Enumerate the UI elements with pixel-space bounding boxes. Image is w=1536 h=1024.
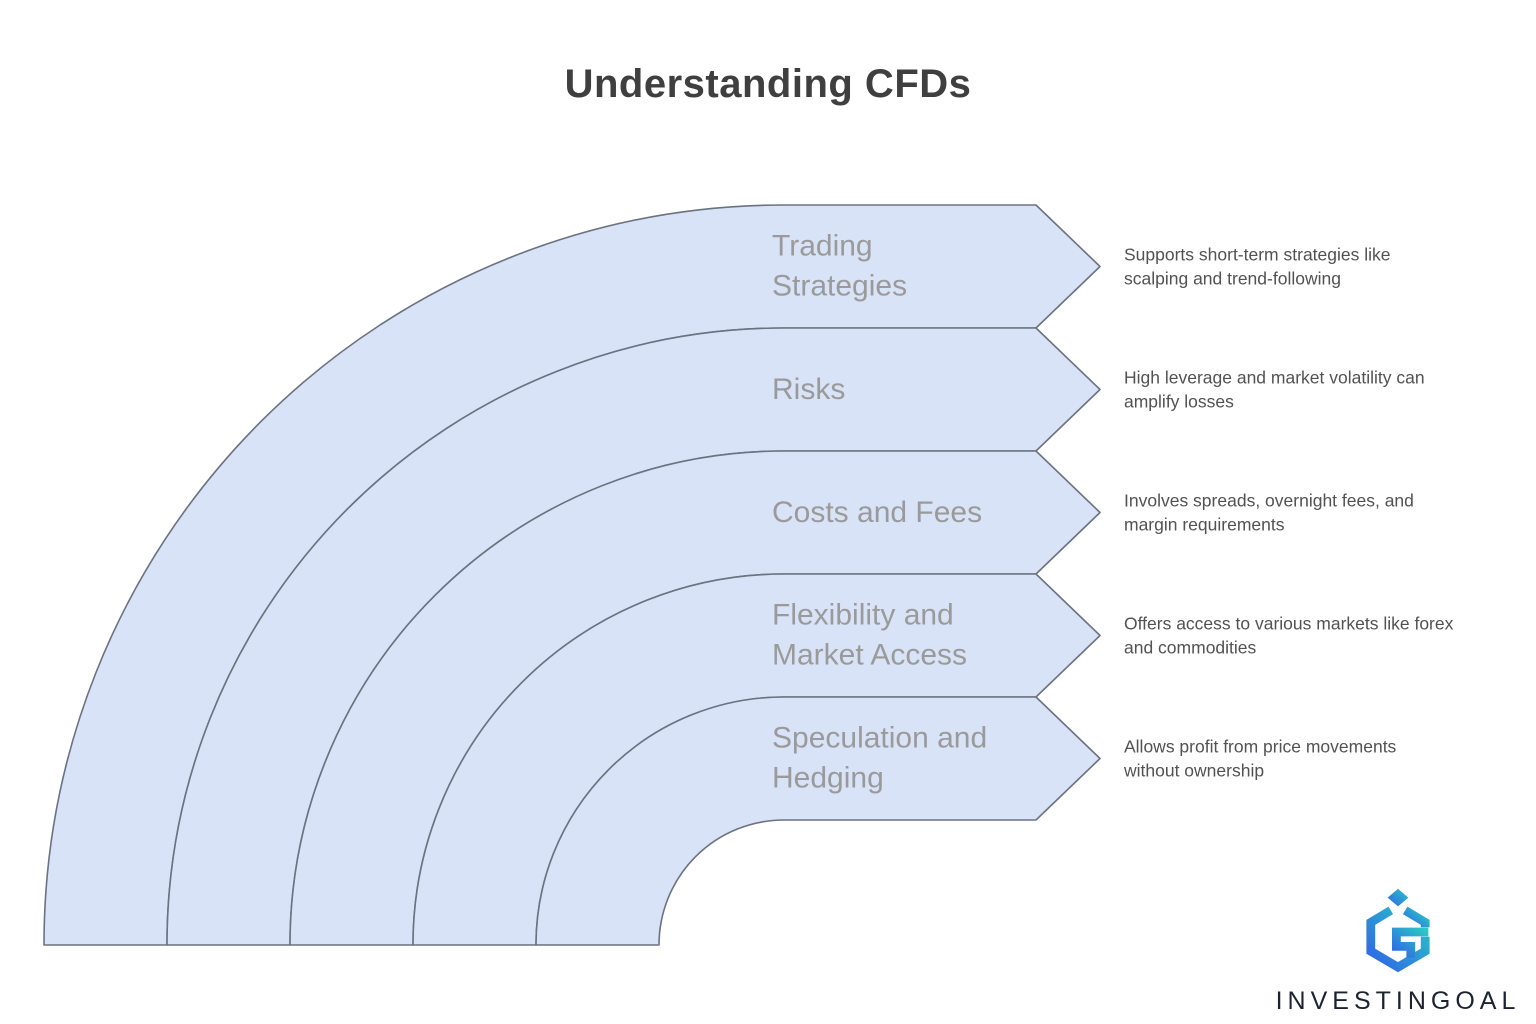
investingoal-logo: INVESTINGOAL (1273, 886, 1523, 1016)
segment-label-4: Flexibility and Market Access (772, 598, 968, 672)
investingoal-wordmark: INVESTINGOAL (1275, 987, 1521, 1015)
segment-label-5: Speculation and Hedging (772, 721, 988, 795)
segment-description-5: Allows profit from price movements witho… (1124, 736, 1397, 781)
segment-description-2: High leverage and market volatility can … (1124, 367, 1425, 412)
segment-description-3: Involves spreads, overnight fees, and ma… (1124, 490, 1414, 535)
diamond-icon (1387, 888, 1409, 907)
page-title: Understanding CFDs (564, 62, 972, 106)
segment-label-1: Trading Strategies (772, 229, 908, 303)
segment-band-5 (535, 696, 1101, 946)
segment-label-2: Risks (772, 372, 846, 406)
segment-label-3: Costs and Fees (772, 495, 983, 529)
investingoal-hexagon-icon (1366, 888, 1430, 973)
segment-description-1: Supports short-term strategies like scal… (1124, 244, 1391, 289)
segment-description-4: Offers access to various markets like fo… (1124, 613, 1454, 658)
